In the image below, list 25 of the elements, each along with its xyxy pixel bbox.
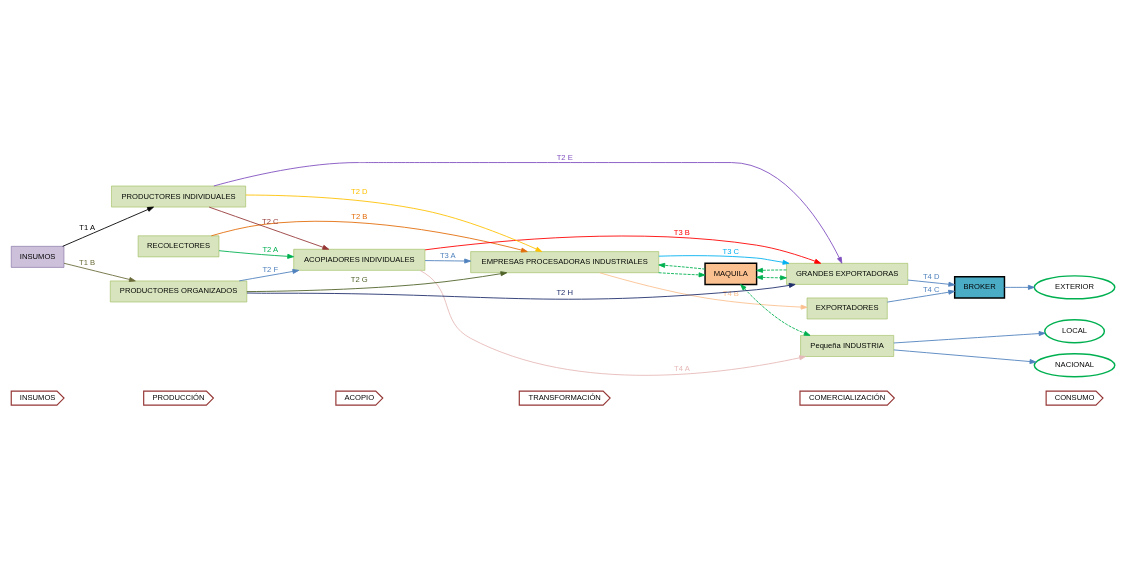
arrow bbox=[245, 194, 543, 252]
arrow bbox=[213, 161, 843, 264]
arrow bbox=[658, 262, 706, 270]
arrow bbox=[218, 249, 294, 259]
arrow bbox=[246, 270, 508, 292]
arrow bbox=[740, 283, 811, 336]
arrow bbox=[893, 330, 1046, 343]
arrow bbox=[424, 258, 471, 263]
arrow bbox=[658, 271, 706, 277]
arrow bbox=[756, 267, 787, 273]
arrow bbox=[62, 206, 154, 247]
arrow bbox=[893, 348, 1037, 364]
arrow bbox=[210, 220, 528, 253]
arrow bbox=[246, 282, 796, 300]
arrow bbox=[424, 235, 822, 264]
arrow bbox=[238, 268, 300, 281]
arrow bbox=[419, 269, 806, 376]
arrow bbox=[208, 206, 330, 250]
arrow bbox=[63, 262, 136, 282]
arrow bbox=[1004, 284, 1035, 290]
arrow bbox=[658, 254, 790, 265]
arrow bbox=[599, 271, 808, 310]
arrow bbox=[907, 279, 956, 287]
arrow bbox=[886, 289, 955, 303]
arrow bbox=[756, 274, 787, 280]
